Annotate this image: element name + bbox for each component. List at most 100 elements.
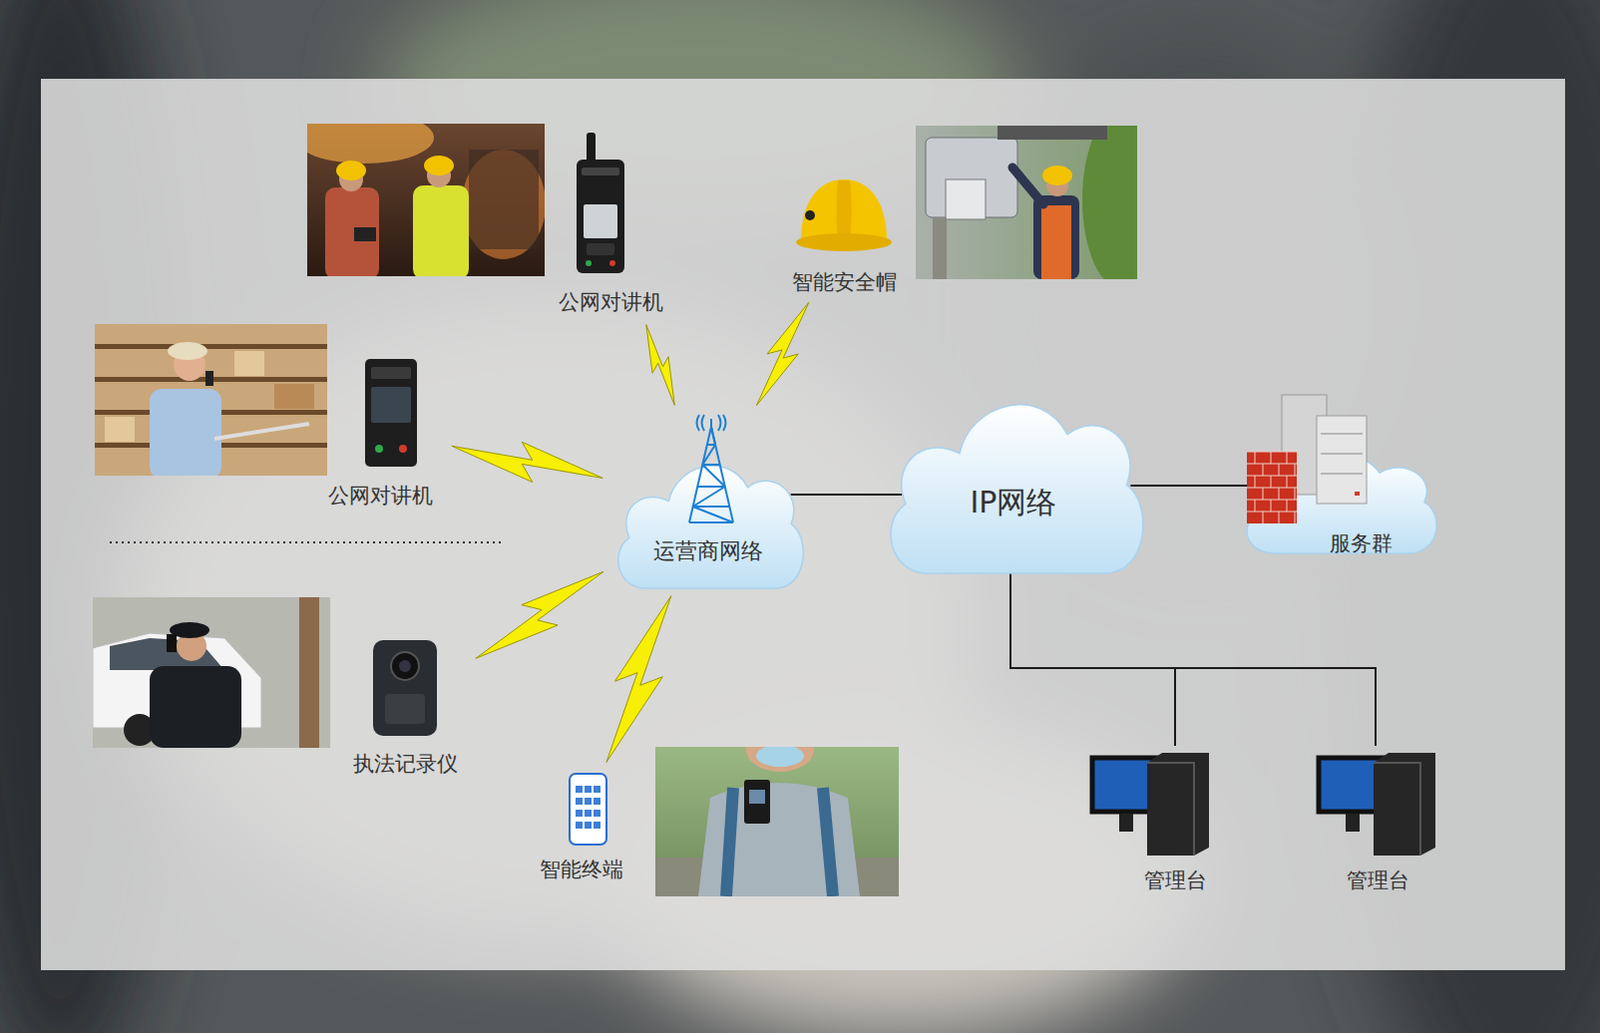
node-label: 运营商网络 xyxy=(653,538,764,565)
brick-line xyxy=(1246,463,1297,465)
node-label: 公网对讲机 xyxy=(558,290,664,316)
tower-brace xyxy=(693,486,726,507)
brick-line xyxy=(1254,451,1256,464)
node-label: 执法记录仪 xyxy=(353,752,458,778)
pc-tower-edge xyxy=(1373,763,1421,856)
lens-glass xyxy=(399,660,411,673)
machine xyxy=(468,149,539,250)
app-icon xyxy=(575,821,583,829)
walkie-icon xyxy=(576,132,625,274)
walkie-body xyxy=(365,359,417,467)
computer-icon xyxy=(1092,753,1209,856)
park-photo xyxy=(655,747,899,897)
signal-wave xyxy=(702,414,706,431)
network-node: IP网络 xyxy=(877,384,1150,574)
brick-line xyxy=(1278,463,1280,476)
app-icon xyxy=(584,798,592,805)
brick-line xyxy=(1286,451,1288,464)
tower-brace xyxy=(702,464,725,487)
tower-brace xyxy=(702,444,716,465)
panel xyxy=(40,78,1566,971)
cable-drum xyxy=(997,125,1108,140)
lightning-link xyxy=(451,441,603,482)
monitor-stand xyxy=(1119,813,1134,832)
box xyxy=(274,384,315,409)
man-shirt xyxy=(149,389,222,476)
brick-line xyxy=(1278,511,1280,524)
node-label: IP网络 xyxy=(970,484,1058,521)
computer-icon xyxy=(1318,753,1436,856)
network-line xyxy=(1130,484,1261,487)
tower-brace xyxy=(693,506,734,523)
network-node: 服务群 xyxy=(1236,394,1442,559)
walkie-body xyxy=(576,159,625,274)
brick-line xyxy=(1294,511,1296,524)
helmet-camera xyxy=(804,210,815,221)
pc-tower xyxy=(1373,753,1436,856)
equipment-box xyxy=(945,179,986,220)
man-cap xyxy=(167,342,208,361)
cloud-shape xyxy=(890,404,1144,574)
tower-brace xyxy=(702,463,720,466)
boy-shirt xyxy=(698,783,860,897)
brick-line xyxy=(1286,475,1288,488)
brick-line xyxy=(1294,463,1296,476)
walkie-grille xyxy=(581,167,620,176)
boy-mask xyxy=(756,747,804,768)
network-node: 管理台 xyxy=(1306,746,1449,896)
tower-leg xyxy=(711,426,734,523)
server-box xyxy=(1316,415,1367,504)
node-label: 服务群 xyxy=(1329,531,1393,557)
app-icon xyxy=(593,809,601,817)
radio xyxy=(166,634,177,653)
node-label: 公网对讲机 xyxy=(328,483,433,509)
app-icon xyxy=(575,798,583,805)
network-node: 公网对讲机 xyxy=(314,351,446,511)
network-node: 公网对讲机 xyxy=(550,127,671,320)
red-key xyxy=(609,260,616,267)
firewall-wall xyxy=(1246,451,1297,524)
guard-photo xyxy=(92,597,331,749)
light-glow xyxy=(307,123,434,164)
tablet xyxy=(354,227,377,242)
box xyxy=(234,351,265,377)
brick-line xyxy=(1270,451,1272,464)
worker-helmet xyxy=(1042,165,1073,186)
pole xyxy=(932,217,947,280)
walkie-screen xyxy=(583,204,618,239)
tower-brace xyxy=(693,505,731,508)
brick-line xyxy=(1254,499,1256,512)
node-label: 智能终端 xyxy=(539,857,624,883)
worker-body xyxy=(1033,195,1080,280)
walkie-screen xyxy=(371,387,411,423)
tower-brace xyxy=(697,485,726,488)
recorder-icon xyxy=(373,640,437,737)
cloud-shape xyxy=(618,465,803,589)
brick-line xyxy=(1270,499,1272,512)
worker-vest xyxy=(412,185,469,277)
recorder-panel xyxy=(385,694,425,725)
guard-body xyxy=(149,666,242,749)
walkie xyxy=(744,780,771,824)
signal-wave xyxy=(718,414,722,431)
monitor-stand xyxy=(1345,813,1360,832)
app-icon xyxy=(593,786,601,794)
recorder-body xyxy=(373,640,437,737)
network-line xyxy=(1010,573,1376,747)
lightning-link xyxy=(646,325,675,406)
red-key xyxy=(399,444,407,453)
network-node: 运营商网络 xyxy=(608,410,808,591)
app-icon xyxy=(575,809,583,817)
brick-line xyxy=(1262,463,1264,476)
app-icon xyxy=(575,786,583,794)
app-icon xyxy=(584,809,592,817)
brick-line xyxy=(1270,475,1272,488)
helmet-ridge xyxy=(836,180,852,242)
worker-arm xyxy=(1012,167,1044,205)
tower-icon xyxy=(689,414,734,523)
brick-line xyxy=(1246,511,1297,513)
phone-icon xyxy=(569,774,607,845)
